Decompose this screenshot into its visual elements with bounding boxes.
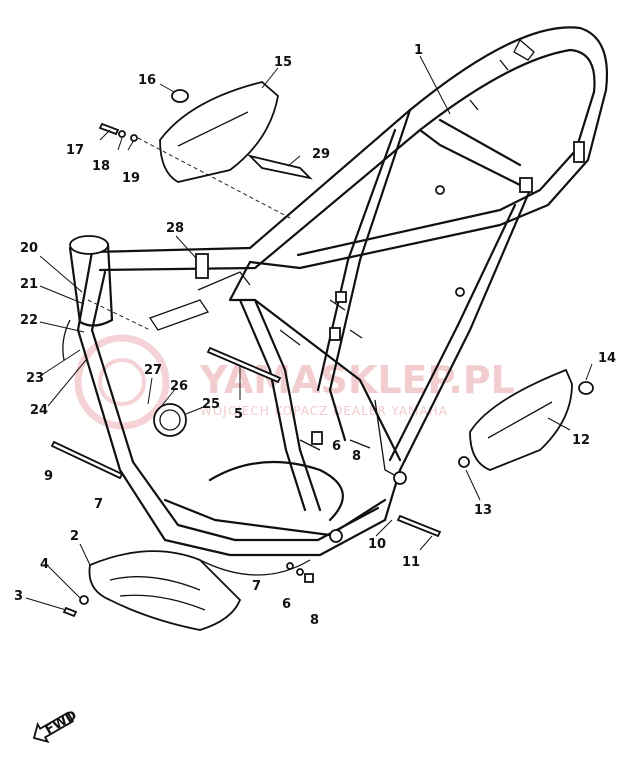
engine-bolt-5 <box>206 346 282 384</box>
watermark-tagline: WOJCIECH KOPACZ DEALER YAMAHA <box>200 404 448 418</box>
side-cover-left <box>159 81 279 183</box>
callout-8b: 8 <box>310 613 319 628</box>
fwd-arrow: FWD <box>32 708 80 744</box>
watermark-logo <box>74 334 170 430</box>
reflector <box>153 403 187 437</box>
engine-bolt-11 <box>396 514 442 538</box>
grommet <box>578 381 594 395</box>
callout-2: 2 <box>70 529 79 544</box>
engine-bolt-9 <box>50 440 124 480</box>
callouts: 1 2 3 4 5 6 6 7 7 8 8 9 10 11 12 13 14 1… <box>14 43 616 628</box>
callout-23: 23 <box>26 371 44 386</box>
callout-18: 18 <box>92 159 110 174</box>
callout-3: 3 <box>14 589 23 604</box>
callout-6: 6 <box>332 439 341 454</box>
label-plate <box>247 154 313 180</box>
callout-28: 28 <box>166 221 184 236</box>
callout-5: 5 <box>234 407 243 422</box>
callout-9: 9 <box>44 469 53 484</box>
callout-25: 25 <box>202 397 220 412</box>
callout-17: 17 <box>66 143 84 158</box>
callout-12: 12 <box>572 433 590 448</box>
callout-7: 7 <box>94 497 103 512</box>
callout-7b: 7 <box>252 579 261 594</box>
callout-15: 15 <box>274 55 292 70</box>
bolt-17 <box>98 122 120 136</box>
callout-16: 16 <box>138 73 156 88</box>
skid-plate <box>88 550 242 631</box>
callout-14: 14 <box>598 351 616 366</box>
callout-11: 11 <box>402 555 420 570</box>
callout-10: 10 <box>368 537 386 552</box>
frame-clamp <box>195 253 209 279</box>
callout-13: 13 <box>474 503 492 518</box>
leader-lines <box>25 55 593 611</box>
callout-27: 27 <box>144 363 162 378</box>
watermark: YAMASKLEP.PL WOJCIECH KOPACZ DEALER YAMA… <box>74 334 515 430</box>
callout-26: 26 <box>170 379 188 394</box>
callout-19: 19 <box>122 171 140 186</box>
callout-29: 29 <box>312 147 330 162</box>
main-frame <box>62 26 608 576</box>
fwd-label: FWD <box>43 708 80 738</box>
callout-6b: 6 <box>282 597 291 612</box>
grommet <box>171 89 189 103</box>
callout-21: 21 <box>20 277 38 292</box>
callout-4: 4 <box>40 557 49 572</box>
callout-20: 20 <box>20 241 38 256</box>
callout-1: 1 <box>414 43 423 58</box>
callout-24: 24 <box>30 403 48 418</box>
callout-8: 8 <box>352 449 361 464</box>
callout-22: 22 <box>20 313 38 328</box>
